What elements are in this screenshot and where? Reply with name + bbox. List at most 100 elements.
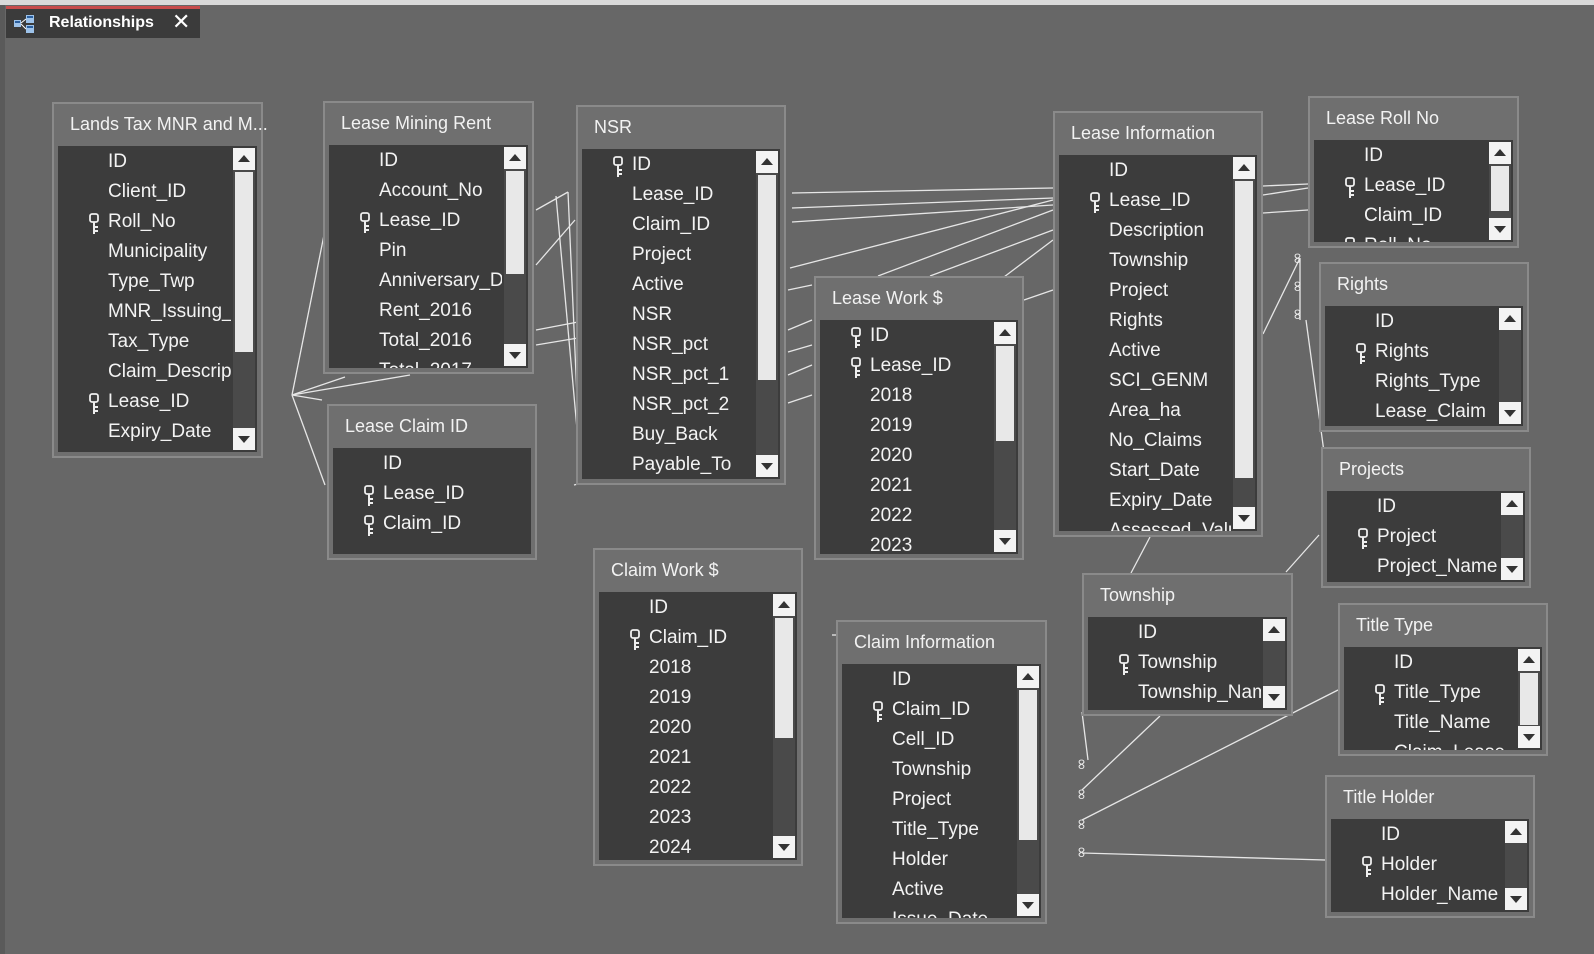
- relationship-line[interactable]: [1285, 534, 1320, 573]
- scroll-thumb[interactable]: [1235, 181, 1253, 478]
- field-row[interactable]: SCI_GENM: [1059, 367, 1231, 397]
- field-row[interactable]: 2022: [820, 502, 992, 532]
- table-title[interactable]: Claim Work $: [611, 560, 719, 580]
- field-row[interactable]: MNR_Issuing_C: [58, 298, 231, 328]
- field-row[interactable]: Title_Type: [1344, 679, 1516, 709]
- field-row[interactable]: ID: [58, 148, 231, 178]
- field-row[interactable]: Roll_No: [58, 208, 231, 238]
- field-row[interactable]: Pin: [329, 237, 502, 267]
- field-row[interactable]: Account_No: [329, 177, 502, 207]
- field-row[interactable]: 2021: [820, 472, 992, 502]
- field-row[interactable]: 2023: [599, 804, 771, 834]
- table-title[interactable]: Projects: [1339, 459, 1405, 479]
- field-row[interactable]: Lease_ID: [582, 181, 754, 211]
- scroll-thumb[interactable]: [1019, 690, 1037, 840]
- field-row[interactable]: Project: [1327, 523, 1499, 553]
- field-row[interactable]: Area_ha: [1059, 397, 1231, 427]
- field-row[interactable]: Cell_ID: [842, 726, 1015, 756]
- field-row[interactable]: ID: [820, 322, 992, 352]
- scroll-up-button[interactable]: [756, 151, 778, 173]
- field-row[interactable]: Holder: [842, 846, 1015, 876]
- vertical-scrollbar[interactable]: [1518, 649, 1540, 748]
- field-row[interactable]: 2020: [599, 714, 771, 744]
- field-row[interactable]: Lease_Claim: [1325, 398, 1497, 426]
- field-row[interactable]: Buy_Back: [582, 421, 754, 451]
- field-row[interactable]: 2019: [820, 412, 992, 442]
- relationship-line[interactable]: [535, 337, 579, 346]
- scroll-thumb[interactable]: [775, 618, 793, 738]
- field-row[interactable]: ID: [333, 450, 531, 480]
- scroll-down-button[interactable]: [1505, 888, 1527, 910]
- vertical-scrollbar[interactable]: [994, 322, 1016, 552]
- scroll-up-button[interactable]: [1233, 157, 1255, 179]
- field-row[interactable]: Total_2016: [329, 327, 502, 357]
- relationship-line[interactable]: [999, 239, 1054, 281]
- scroll-down-button[interactable]: [504, 344, 526, 366]
- scroll-thumb[interactable]: [1520, 673, 1538, 725]
- table-title[interactable]: Lease Roll No: [1326, 108, 1440, 128]
- field-row[interactable]: Anniversary_Da: [329, 267, 502, 297]
- field-row[interactable]: Claim_ID: [333, 510, 531, 540]
- field-row[interactable]: Expiry_Date: [58, 418, 231, 448]
- relationship-line[interactable]: [791, 187, 1054, 194]
- field-row[interactable]: 2024: [599, 834, 771, 860]
- scroll-down-button[interactable]: [233, 428, 255, 450]
- relationship-line[interactable]: [787, 319, 813, 331]
- scroll-thumb[interactable]: [506, 171, 524, 274]
- field-row[interactable]: 2018: [599, 654, 771, 684]
- scroll-down-button[interactable]: [1489, 218, 1511, 240]
- scroll-up-button[interactable]: [504, 147, 526, 169]
- relationship-line[interactable]: [1262, 187, 1309, 196]
- scroll-up-button[interactable]: [1499, 308, 1521, 330]
- relationship-line[interactable]: [787, 284, 813, 291]
- field-row[interactable]: Total_2017: [329, 357, 502, 368]
- scroll-down-button[interactable]: [1518, 726, 1540, 748]
- table-title[interactable]: Lease Work $: [832, 288, 943, 308]
- field-row[interactable]: Holder: [1331, 851, 1503, 881]
- relationship-line[interactable]: [291, 394, 323, 401]
- field-row[interactable]: Description: [1059, 217, 1231, 247]
- vertical-scrollbar[interactable]: [1489, 142, 1511, 240]
- field-row[interactable]: ID: [1327, 493, 1499, 523]
- vertical-scrollbar[interactable]: [1501, 493, 1523, 580]
- field-row[interactable]: Title_Type: [842, 816, 1015, 846]
- field-row[interactable]: Expiry_Date: [1059, 487, 1231, 517]
- vertical-scrollbar[interactable]: [773, 594, 795, 858]
- table-title[interactable]: Lease Information: [1071, 123, 1216, 143]
- field-row[interactable]: Project: [1059, 277, 1231, 307]
- field-row[interactable]: 2020: [820, 442, 992, 472]
- table-title[interactable]: Claim Information: [854, 632, 996, 652]
- field-row[interactable]: 2023: [820, 532, 992, 554]
- relationship-line[interactable]: [789, 199, 1054, 269]
- scroll-up-button[interactable]: [1489, 142, 1511, 164]
- relationship-line[interactable]: [787, 364, 813, 376]
- field-row[interactable]: Active: [842, 876, 1015, 906]
- scroll-up-button[interactable]: [1501, 493, 1523, 515]
- scroll-thumb[interactable]: [235, 172, 253, 352]
- field-row[interactable]: ID: [1314, 142, 1487, 172]
- relationship-line[interactable]: [787, 344, 813, 353]
- scroll-down-button[interactable]: [1501, 558, 1523, 580]
- field-row[interactable]: Claim_ID: [599, 624, 771, 654]
- relationship-line[interactable]: [1023, 289, 1054, 301]
- field-row[interactable]: Lease_ID: [820, 352, 992, 382]
- field-row[interactable]: ID: [582, 151, 754, 181]
- vertical-scrollbar[interactable]: [504, 147, 526, 366]
- vertical-scrollbar[interactable]: [233, 148, 255, 450]
- field-row[interactable]: Township_Name: [1088, 679, 1261, 709]
- scroll-thumb[interactable]: [1491, 166, 1509, 211]
- field-row[interactable]: Claim_ID: [582, 211, 754, 241]
- scroll-thumb[interactable]: [996, 346, 1014, 441]
- table-title[interactable]: NSR: [594, 117, 633, 137]
- field-row[interactable]: Township: [1088, 649, 1261, 679]
- field-row[interactable]: 2018: [820, 382, 992, 412]
- relationship-line[interactable]: [291, 374, 411, 396]
- field-row[interactable]: Claim_Descript: [58, 358, 231, 388]
- scroll-down-button[interactable]: [756, 455, 778, 477]
- relationship-line[interactable]: [1262, 183, 1309, 187]
